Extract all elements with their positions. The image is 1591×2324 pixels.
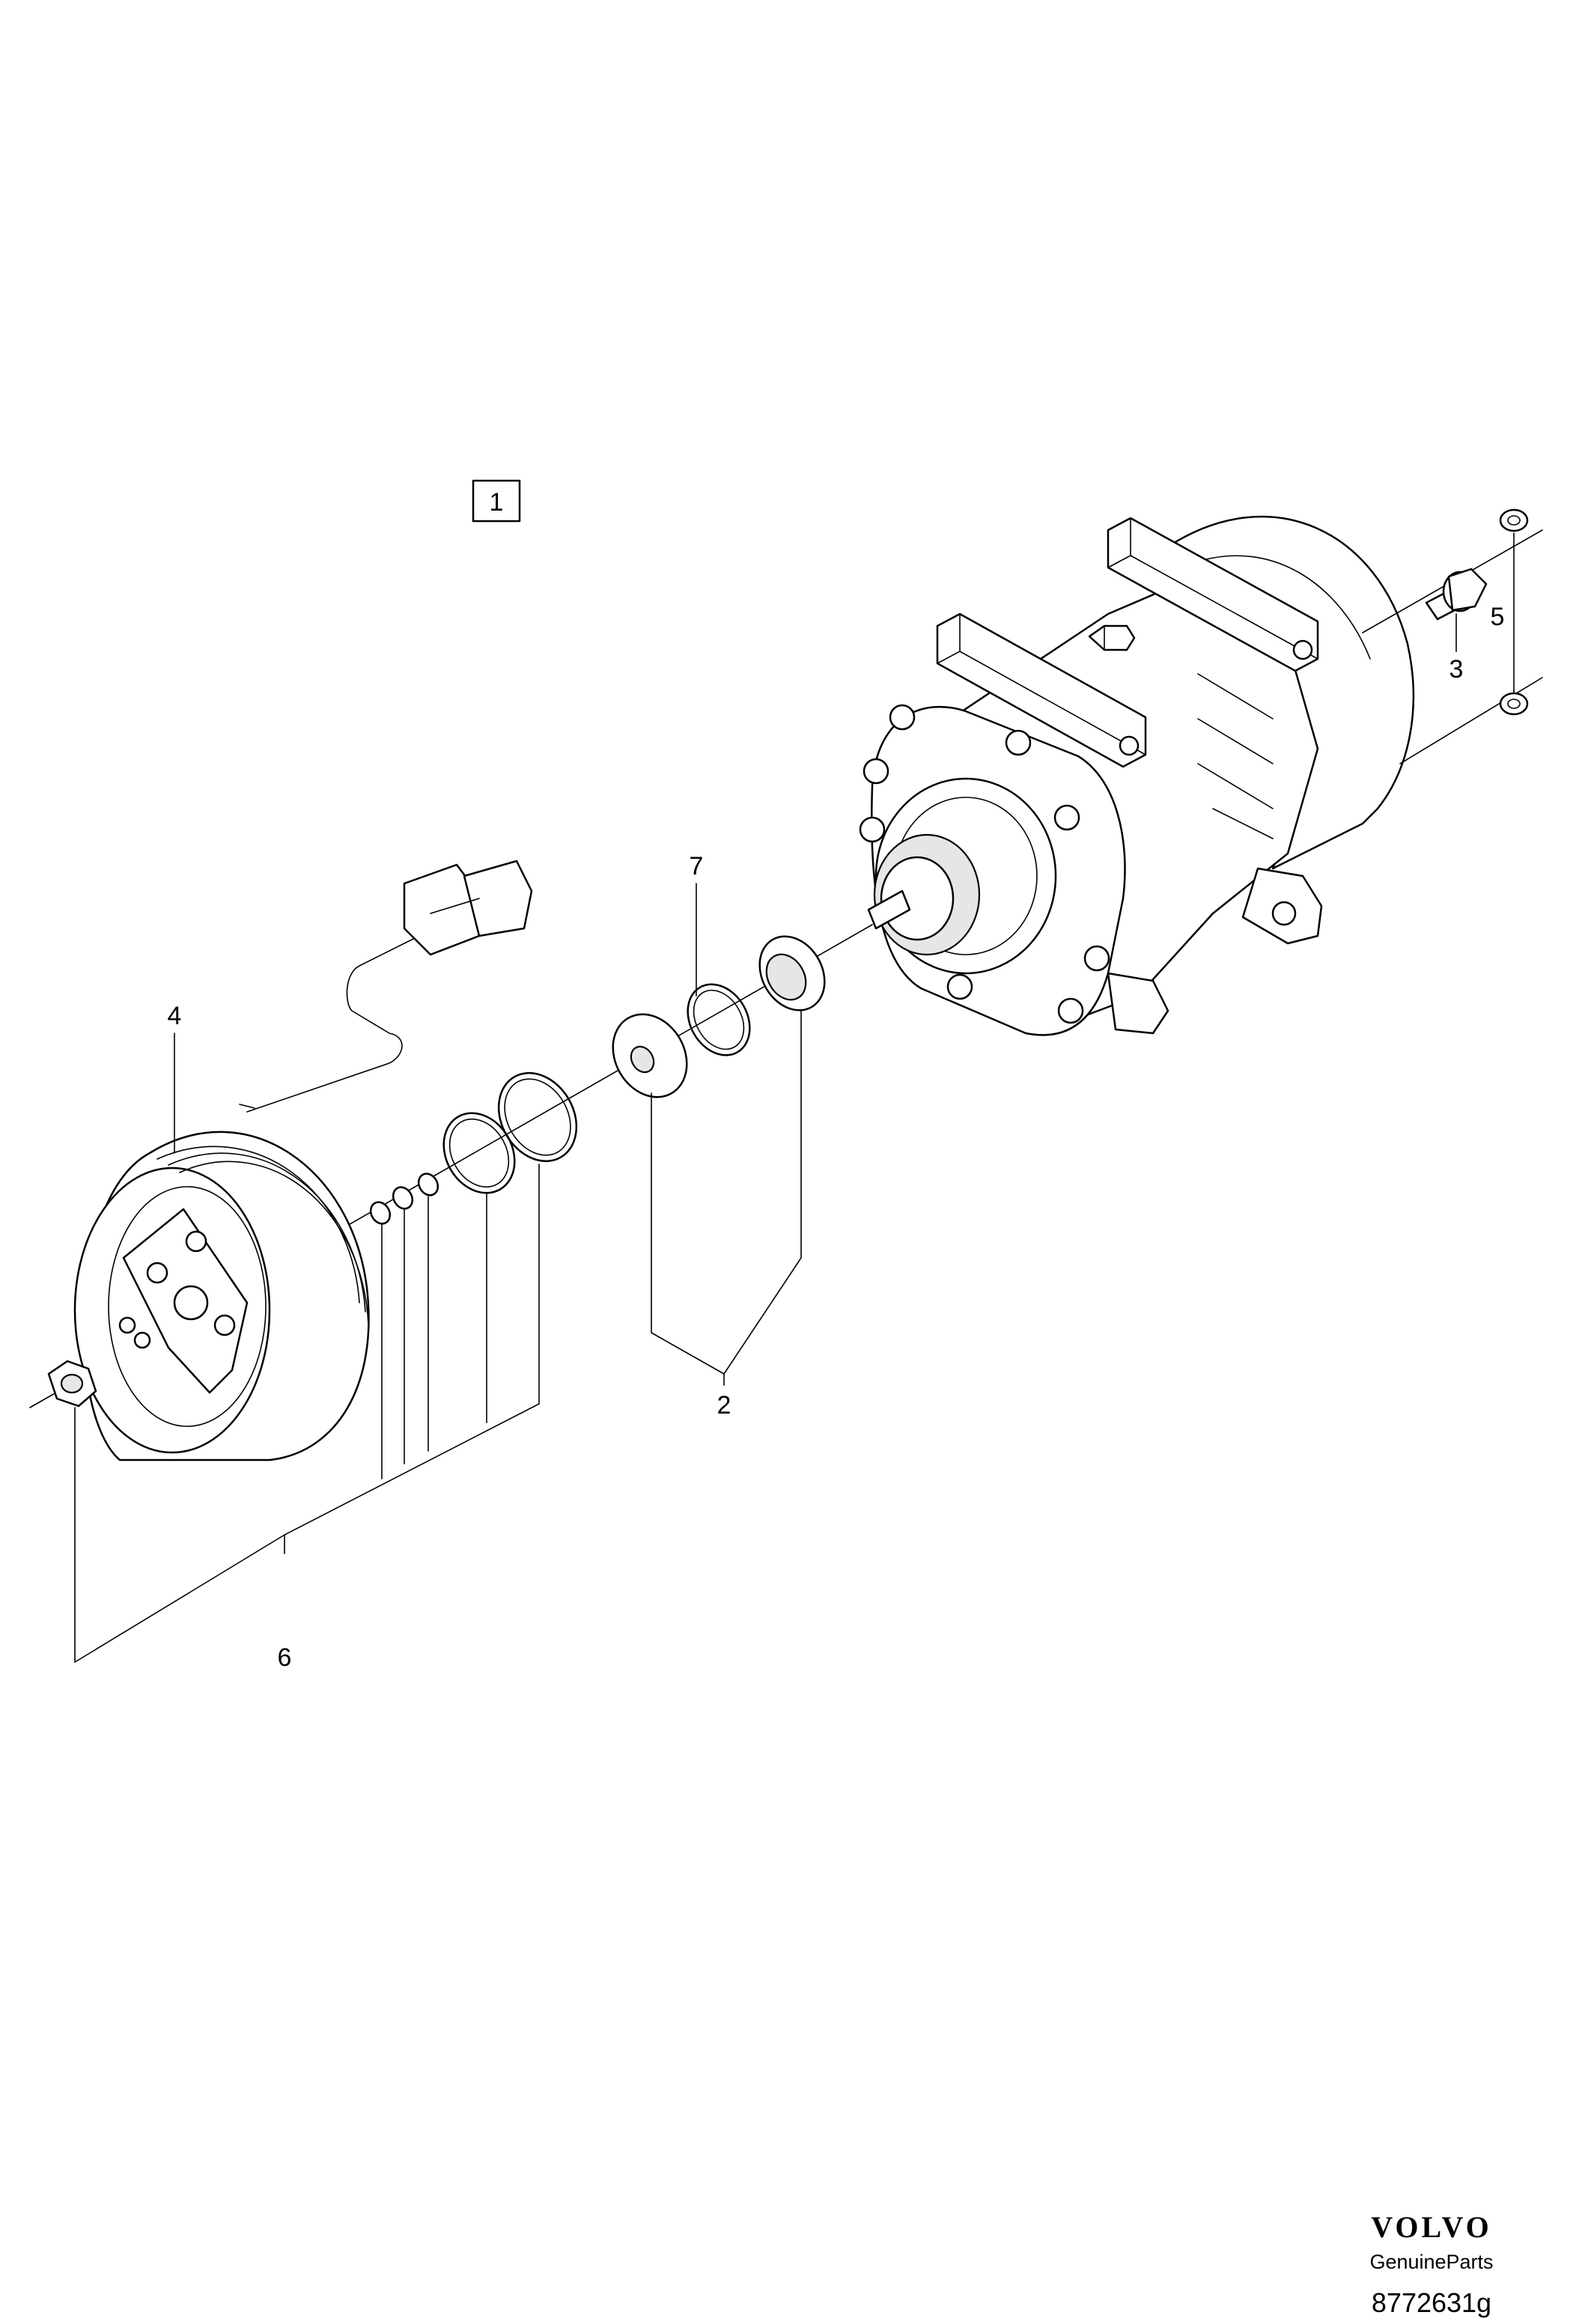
clutch-pulley: [73, 935, 420, 1461]
circlip-7: [687, 983, 751, 1056]
washer-top: [1499, 508, 1529, 532]
callout-3: 3: [1449, 655, 1464, 684]
compressor-body: [859, 515, 1543, 1036]
shaft-seal-washer: [612, 1013, 688, 1098]
callouts: 7 4 2 3 5 6: [168, 603, 1505, 1672]
leader-lines: [74, 532, 1515, 1663]
reference-box-label: 1: [490, 488, 504, 517]
drawing-id: 8772631g: [1372, 2287, 1491, 2318]
brand-subtitle: GenuineParts: [1369, 2251, 1493, 2273]
reference-box: 1: [472, 479, 521, 523]
callout-7: 7: [690, 852, 704, 880]
callout-6: 6: [278, 1643, 292, 1672]
clutch-snap-ring: [442, 1112, 516, 1194]
callout-5: 5: [1491, 603, 1505, 631]
brand-block: VOLVO GenuineParts 8772631g: [1369, 2210, 1493, 2318]
pulley-nut: [47, 1360, 97, 1408]
shaft-seal-large: [758, 935, 826, 1012]
callout-4: 4: [168, 1002, 182, 1030]
washer-bottom: [1499, 692, 1529, 716]
electrical-connector: [403, 860, 533, 956]
flange-bolts: [859, 704, 1110, 1024]
clutch-shims: [369, 1172, 439, 1225]
pressure-relief-valve: [1425, 568, 1488, 621]
callout-2: 2: [717, 1391, 731, 1420]
brand-logo: VOLVO: [1371, 2210, 1491, 2244]
